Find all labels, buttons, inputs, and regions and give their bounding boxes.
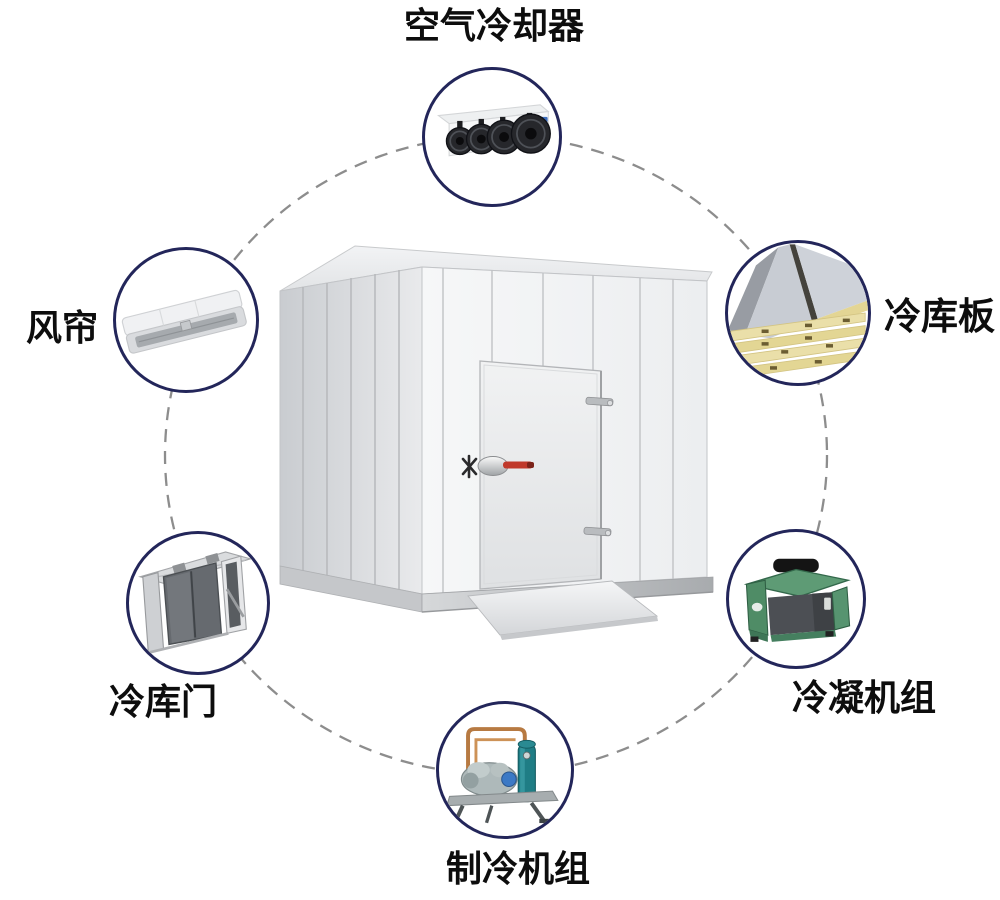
cold-storage-room-icon — [279, 245, 714, 640]
sliding-door-icon — [138, 551, 253, 655]
compressor-unit-icon — [446, 727, 559, 826]
label-air-cooler: 空气冷却器 — [404, 6, 585, 47]
node-air-curtain — [113, 247, 259, 393]
node-cold-storage-panel — [725, 240, 871, 386]
label-air-curtain: 风帘 — [26, 308, 99, 349]
label-cold-storage-panel: 冷库板 — [884, 295, 995, 338]
door-handle-icon — [461, 454, 534, 479]
node-cold-storage-door — [126, 531, 270, 675]
label-refrigeration-unit: 制冷机组 — [446, 849, 591, 890]
condensing-unit-icon — [743, 558, 851, 642]
air-curtain-icon — [121, 289, 247, 354]
air-cooler-icon — [436, 104, 551, 157]
cold-room-door-leaf — [461, 360, 614, 590]
node-refrigeration-unit — [436, 701, 574, 839]
door-ramp — [467, 580, 659, 640]
node-condensing-unit — [726, 529, 866, 669]
door-hinge-icon — [583, 396, 614, 537]
label-condensing-unit: 冷凝机组 — [792, 678, 937, 719]
insulated-panel-icon — [728, 244, 868, 380]
node-air-cooler — [422, 67, 562, 207]
label-cold-storage-door: 冷库门 — [109, 682, 218, 723]
